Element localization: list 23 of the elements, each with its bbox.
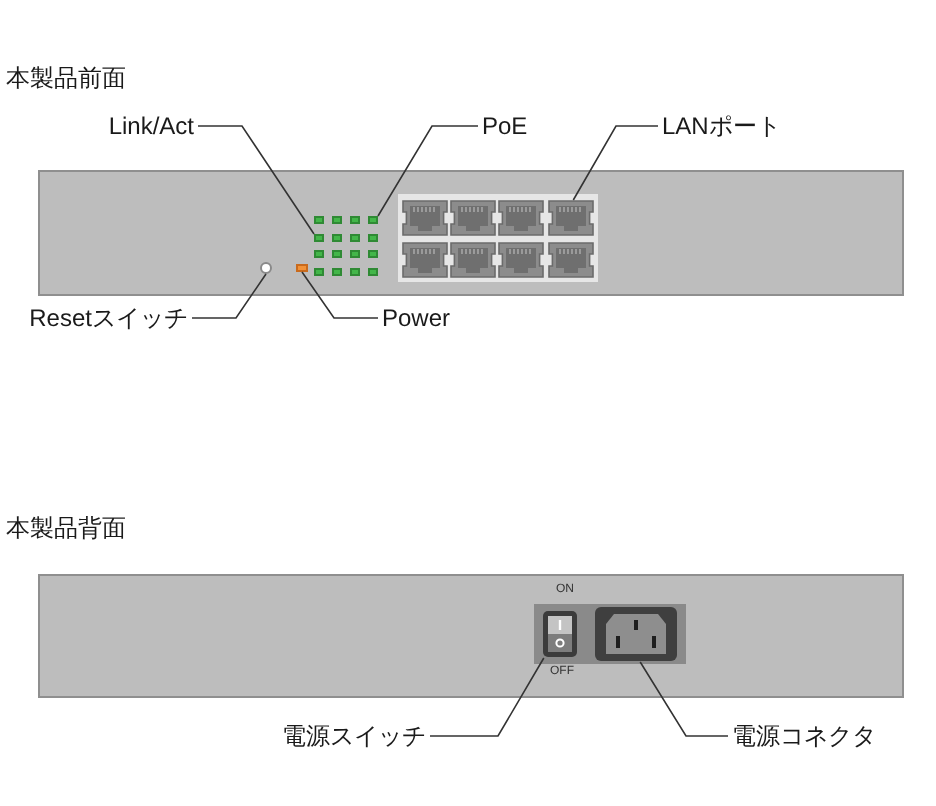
power-inlet-icon bbox=[594, 606, 678, 662]
leader-line bbox=[639, 661, 729, 737]
callout-label: Link/Act bbox=[104, 112, 198, 140]
led-icon bbox=[314, 234, 324, 242]
section-heading: 本製品背面 bbox=[6, 514, 126, 542]
callout-label: Resetスイッチ bbox=[25, 304, 192, 332]
leader-line bbox=[572, 125, 659, 201]
reset-button-icon bbox=[260, 262, 272, 274]
callout-label: PoE bbox=[478, 112, 532, 140]
power-led-icon bbox=[296, 264, 308, 272]
callout-label: LANポート bbox=[658, 112, 785, 140]
callout-label: 電源コネクタ bbox=[728, 722, 880, 750]
leader-line bbox=[191, 273, 267, 319]
leader-line bbox=[377, 125, 479, 217]
rocker-switch-icon bbox=[542, 610, 578, 658]
section-heading: 本製品前面 bbox=[6, 64, 126, 92]
leader-line bbox=[429, 657, 545, 737]
callout-label: Power bbox=[378, 304, 455, 332]
callout-label: 電源スイッチ bbox=[278, 722, 430, 750]
leader-line bbox=[301, 271, 379, 319]
ethernet-port-icon bbox=[548, 200, 594, 236]
led-icon bbox=[368, 216, 378, 224]
leader-line bbox=[197, 125, 315, 235]
